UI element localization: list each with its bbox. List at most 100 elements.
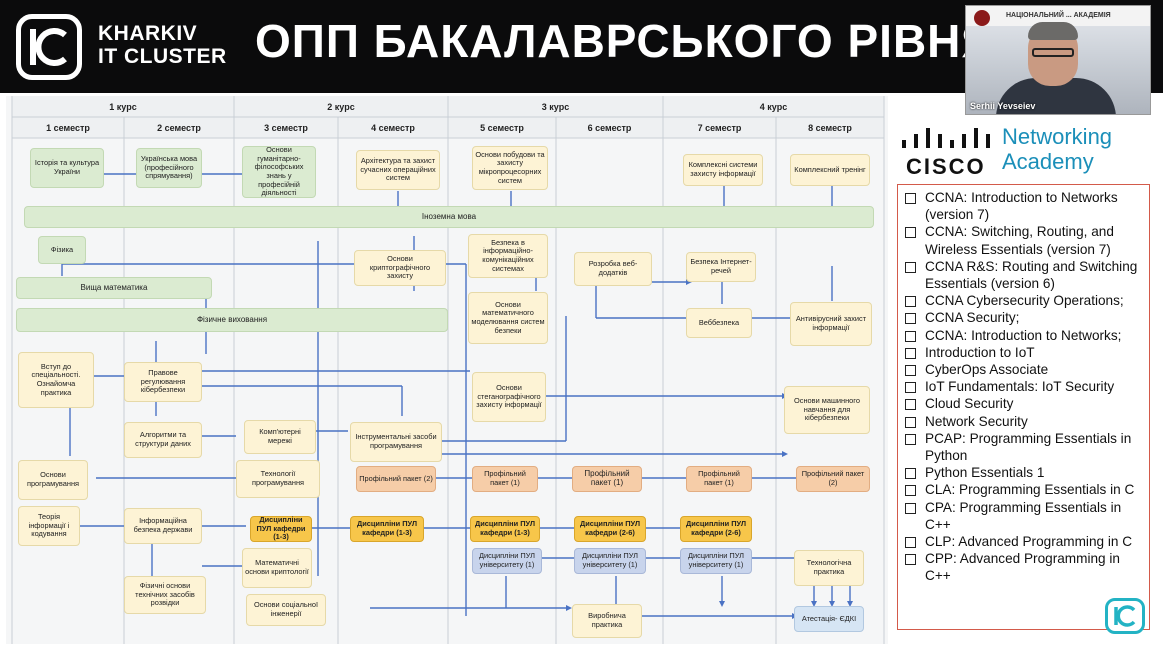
course-antivirus: Антивірусний захист інформації: [790, 302, 872, 346]
course-list-item-label: CCNA: Switching, Routing, and Wireless E…: [925, 224, 1114, 257]
checkbox-bullet-icon: [905, 193, 916, 204]
dept-electives-1-3-sem3: Дисципліни ПУЛ кафедри (1-3): [250, 515, 312, 542]
year-header-3: 3 курс: [541, 101, 570, 112]
semester-header-1: 1 семестр: [46, 122, 90, 133]
course-ukrainian-language: Українська мова (професійного спрямуванн…: [136, 148, 202, 188]
course-list-item-label: CCNA: Introduction to Networks (version …: [925, 190, 1118, 223]
course-list-item-label: CCNA Cybersecurity Operations;: [925, 293, 1124, 309]
cisco-networking-academy-logo: CISCO Networking Academy: [898, 124, 1148, 180]
course-list-item-label: CPA: Programming Essentials in C++: [925, 499, 1122, 532]
dept-electives-1-3-sem4: Дисципліни ПУЛ кафедри (1-3): [350, 516, 424, 542]
course-math-cryptology: Математичні основи криптології: [242, 548, 312, 588]
year-header-2: 2 курс: [327, 101, 355, 112]
course-list-item: Cloud Security: [904, 395, 1145, 412]
checkbox-bullet-icon: [905, 261, 916, 273]
profile-package-1-sem5: Профільний пакет (1): [472, 466, 538, 492]
course-social-engineering: Основи соціальної інженерії: [246, 594, 326, 626]
course-humanities: Основи гуманітарно-філософських знань у …: [242, 145, 316, 198]
course-history: Історія та культура України: [30, 148, 104, 188]
kharkiv-it-cluster-logo-icon: [16, 14, 82, 80]
course-web-security: Веббезпека: [686, 308, 752, 338]
course-programming-basics: Основи програмування: [18, 460, 88, 500]
dept-electives-2-6-sem7: Дисципліни ПУЛ кафедри (2-6): [680, 516, 752, 542]
course-physical-intelligence: Фізичні основи технічних засобів розвідк…: [124, 576, 206, 614]
cisco-bars-icon: [902, 128, 990, 148]
course-complex-systems: Комплексні системи захисту інформації: [683, 154, 763, 186]
course-list-item: Python Essentials 1: [904, 464, 1145, 481]
course-math-modeling: Основи математичного моделювання систем …: [468, 292, 548, 344]
semester-header-3: 3 семестр: [264, 122, 308, 133]
checkbox-bullet-icon: [905, 365, 916, 377]
course-list-item: CyberOps Associate: [904, 361, 1145, 378]
course-information-theory: Теорія інформації і кодування: [18, 506, 80, 546]
course-list-item: PCAP: Programming Essentials in Python: [904, 430, 1145, 464]
course-attestation: Атестація- ЄДКІ: [794, 606, 864, 632]
course-microprocessor: Основи побудови та захисту мікропроцесор…: [472, 146, 548, 190]
semester-header-4: 4 семестр: [371, 122, 415, 133]
kharkiv-it-cluster-badge-icon: [1105, 598, 1145, 634]
course-list-item-label: CLP: Advanced Programming in C: [925, 534, 1133, 550]
semester-header-7: 7 семестр: [697, 122, 742, 133]
page-title: ОПП БАКАЛАВРСЬКОГО РІВНЯ: [255, 15, 970, 67]
course-infocom-security: Безпека в інформаційно-комунікаційних си…: [468, 234, 548, 278]
checkbox-bullet-icon: [905, 227, 916, 239]
course-list-item: CCNA Security;: [904, 309, 1145, 326]
semester-header-8: 8 семестр: [808, 122, 852, 133]
univ-electives-sem7: Дисципліни ПУЛ університету (1): [680, 548, 752, 574]
course-computer-networks: Комп'ютерні мережі: [244, 420, 316, 454]
course-list-item: CLP: Advanced Programming in C: [904, 533, 1145, 550]
course-list-item-label: CCNA: Introduction to Networks;: [925, 327, 1122, 343]
semester-header-5: 5 семестр: [480, 122, 524, 133]
course-list-item: CPA: Programming Essentials in C++: [904, 499, 1145, 533]
profile-package-2-sem4: Профільний пакет (2): [356, 466, 436, 492]
course-physical-education: Фізичне виховання: [16, 308, 448, 332]
course-intro-specialty: Вступ до спеціальності. Ознайомча практи…: [18, 352, 94, 408]
dept-electives-2-6-sem6: Дисципліни ПУЛ кафедри (2-6): [574, 516, 646, 542]
checkbox-bullet-icon: [905, 382, 916, 394]
univ-electives-sem6: Дисципліни ПУЛ університету (1): [574, 548, 646, 574]
course-list-item-label: Network Security: [925, 413, 1028, 429]
program-name-line-2: Academy: [1002, 149, 1094, 174]
profile-package-1-sem7: Профільний пакет (1): [686, 466, 752, 492]
dept-electives-1-3-sem5: Дисципліни ПУЛ кафедри (1-3): [470, 516, 540, 542]
checkbox-bullet-icon: [905, 399, 916, 411]
course-list-item-label: IoT Fundamentals: IoT Security: [925, 379, 1115, 395]
semester-header-2: 2 семестр: [157, 122, 201, 133]
profile-package-1-sem6: Профільний пакет (1): [572, 466, 642, 492]
course-iot-security: Безпека Інтернет-речей: [686, 252, 756, 282]
course-list-item-label: CLA: Programming Essentials in C: [925, 482, 1135, 498]
course-technological-practice: Технологічна практика: [794, 550, 864, 586]
course-web-development: Розробка веб-додатків: [574, 252, 652, 286]
course-list-item: IoT Fundamentals: IoT Security: [904, 378, 1145, 395]
program-name-line-1: Networking: [1002, 124, 1113, 149]
checkbox-bullet-icon: [905, 554, 916, 566]
checkbox-bullet-icon: [905, 296, 916, 308]
course-list-item-label: CCNA Security;: [925, 310, 1020, 326]
univ-electives-sem5: Дисципліни ПУЛ університету (1): [472, 548, 542, 574]
course-list-item: CCNA: Switching, Routing, and Wireless E…: [904, 223, 1145, 257]
course-legal-regulation: Правове регулювання кібербезпеки: [124, 362, 202, 402]
profile-package-2-sem8: Профільний пакет (2): [796, 466, 870, 492]
year-header-1: 1 курс: [109, 101, 137, 112]
checkbox-bullet-icon: [905, 416, 916, 428]
course-list-item-label: CyberOps Associate: [925, 362, 1049, 378]
logo-wordmark: KHARKIV IT CLUSTER: [98, 22, 227, 68]
semester-header-6: 6 семестр: [587, 122, 632, 133]
course-list-item: CLA: Programming Essentials in C: [904, 481, 1145, 498]
course-foreign-language: Іноземна мова: [24, 206, 874, 228]
logo-line-1: KHARKIV: [98, 22, 198, 45]
course-machine-learning: Основи машинного навчання для кібербезпе…: [784, 386, 870, 434]
course-state-security: Інформаційна безпека держави: [124, 508, 202, 544]
course-production-practice: Виробнича практика: [572, 604, 642, 638]
course-list-item-label: PCAP: Programming Essentials in Python: [925, 430, 1132, 464]
logo-line-2: IT CLUSTER: [98, 45, 227, 68]
checkbox-bullet-icon: [905, 433, 916, 445]
course-list-item: CCNA R&S: Routing and Switching Essentia…: [904, 258, 1145, 292]
course-list-item-label: Python Essentials 1: [925, 465, 1045, 481]
course-list-item-label: Cloud Security: [925, 396, 1014, 412]
webcam-tile[interactable]: НАЦІОНАЛЬНИЙ ... АКАДЕМІЯ Serhii Yevseie…: [965, 5, 1151, 115]
webcam-wall-text: НАЦІОНАЛЬНИЙ ... АКАДЕМІЯ: [1006, 12, 1111, 19]
course-complex-training: Комплексний тренінг: [790, 154, 870, 186]
course-list-item: CCNA: Introduction to Networks (version …: [904, 189, 1145, 223]
